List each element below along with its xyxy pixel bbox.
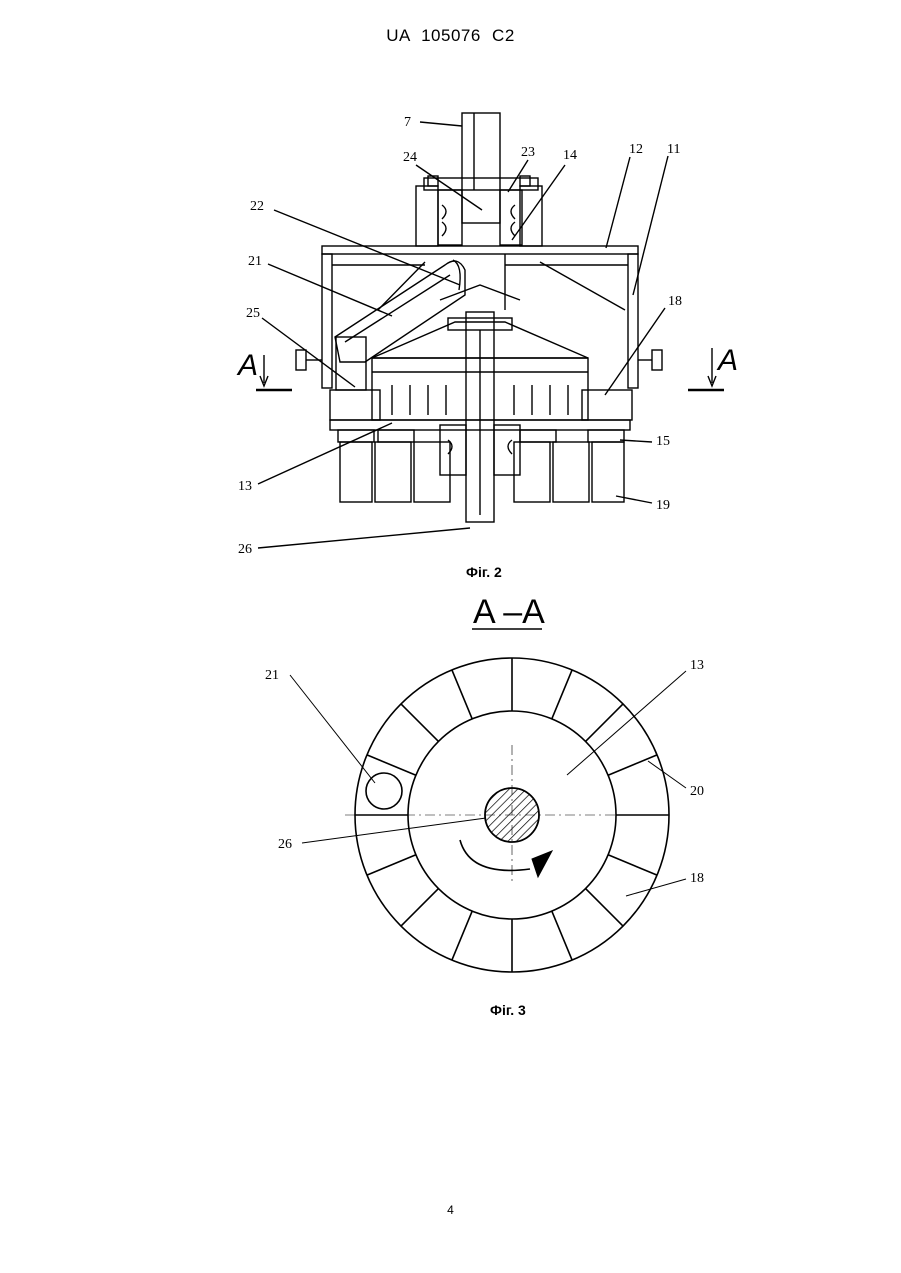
figure-2-sectional-view: 7 24 23 14 12 11 22 21 25 18 15 13 19 26… — [0, 0, 901, 600]
ring-divider — [401, 704, 438, 741]
ring-divider — [367, 855, 416, 875]
label-13: 13 — [690, 658, 704, 673]
ring-divider — [401, 889, 438, 926]
label-24: 24 — [403, 150, 417, 165]
figure-3-caption: Фіг. 3 — [490, 1002, 526, 1018]
section-title: A –A — [473, 593, 545, 631]
ring-divider — [552, 670, 572, 719]
ring-divider — [586, 704, 623, 741]
figure-2-caption: Фіг. 2 — [466, 564, 502, 580]
label-26: 26 — [278, 837, 292, 852]
label-20: 20 — [690, 784, 704, 799]
label-14: 14 — [563, 148, 577, 163]
label-13: 13 — [238, 479, 252, 494]
label-19: 19 — [656, 498, 670, 513]
label-18: 18 — [668, 294, 682, 309]
ring-divider — [452, 911, 472, 960]
label-21: 21 — [265, 668, 279, 683]
ring-divider — [452, 670, 472, 719]
label-26: 26 — [238, 542, 252, 557]
section-marker-left: A — [236, 349, 258, 382]
label-21: 21 — [248, 254, 262, 269]
ring-divider — [367, 755, 416, 775]
figure-3-section-view: A –A 21 13 20 26 18 Фіг. 3 — [0, 585, 901, 1025]
label-22: 22 — [250, 199, 264, 214]
label-7: 7 — [404, 115, 411, 130]
ring-divider — [608, 755, 657, 775]
ring-divider — [552, 911, 572, 960]
label-18: 18 — [690, 871, 704, 886]
label-25: 25 — [246, 306, 260, 321]
label-15: 15 — [656, 434, 670, 449]
ring-divider — [586, 889, 623, 926]
ring-divider — [608, 855, 657, 875]
label-11: 11 — [667, 142, 680, 157]
label-23: 23 — [521, 145, 535, 160]
section-marker-right: A — [716, 344, 738, 377]
page-number: 4 — [0, 1203, 901, 1217]
label-12: 12 — [629, 142, 643, 157]
